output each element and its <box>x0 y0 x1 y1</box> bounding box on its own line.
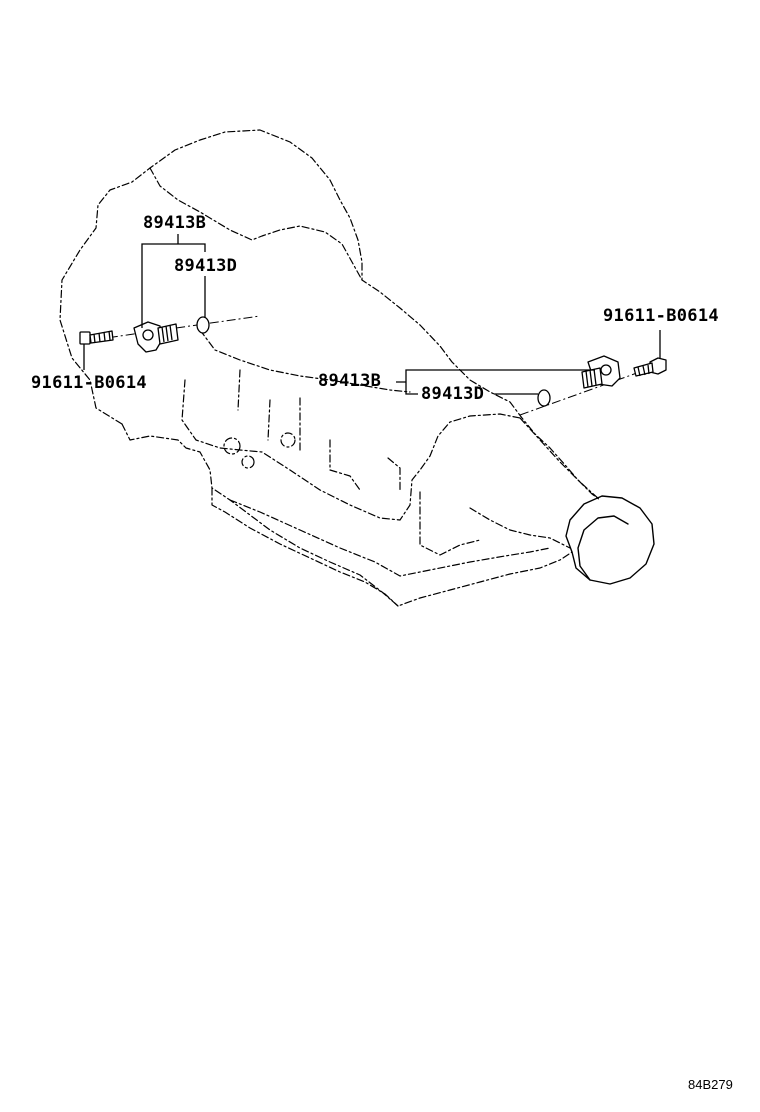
callout-lower-sensor: 89413B <box>318 371 382 391</box>
upper-axis-line <box>91 315 261 341</box>
callout-lower-gasket: 89413D <box>421 384 485 404</box>
right-bolt-part <box>633 357 667 377</box>
housing-left-edge <box>121 423 573 607</box>
case-body-lines <box>181 379 521 521</box>
case-ribs <box>237 369 481 556</box>
callout-upper-gasket: 89413D <box>174 256 238 276</box>
bell-housing-outline <box>59 129 601 501</box>
output-flange-face <box>577 515 629 581</box>
case-boss-3 <box>241 455 255 469</box>
case-boss-1 <box>223 437 241 455</box>
left-bolt-part <box>79 330 114 345</box>
tailshaft-outline <box>469 417 601 549</box>
oil-pan-lip <box>229 499 551 577</box>
leader-upper-sensor <box>141 234 206 328</box>
oil-pan-outline <box>211 487 399 607</box>
callout-upper-sensor: 89413B <box>143 213 207 233</box>
housing-inner-rim <box>149 167 363 281</box>
callout-left-bolt: 91611-B0614 <box>31 373 147 393</box>
right-sensor-part <box>581 355 621 389</box>
figure-reference-number: 84B279 <box>688 1077 733 1092</box>
output-flange <box>565 495 655 585</box>
left-gasket-part <box>196 316 210 334</box>
case-boss-2 <box>280 432 296 448</box>
callout-right-bolt: 91611-B0614 <box>603 306 719 326</box>
case-upper-body <box>199 329 411 393</box>
leader-lower-sensor <box>396 369 595 395</box>
left-sensor-part <box>133 321 179 353</box>
right-gasket-part <box>537 389 551 407</box>
